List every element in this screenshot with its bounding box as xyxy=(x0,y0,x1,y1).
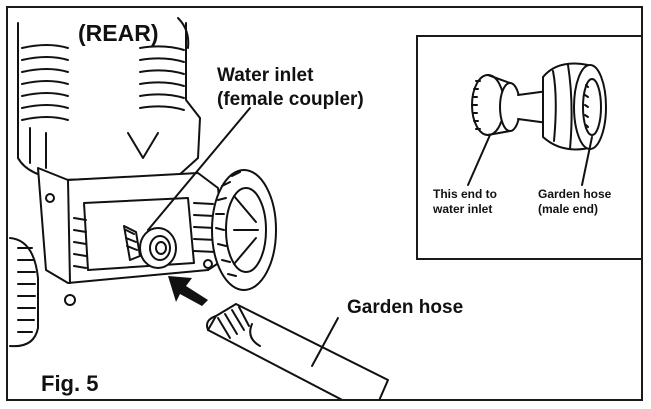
male-end-sublabel: (male end) xyxy=(538,202,598,217)
direction-arrow xyxy=(168,276,208,306)
male-end-label: Garden hose xyxy=(538,187,611,202)
hose-nut xyxy=(543,64,606,150)
water-inlet-sublabel: (female coupler) xyxy=(217,89,364,111)
right-wheel xyxy=(212,170,276,290)
this-end-pointer xyxy=(468,135,490,185)
coupler-detail-illustration xyxy=(418,37,643,258)
figure-number: Fig. 5 xyxy=(41,371,98,397)
this-end-sublabel: water inlet xyxy=(433,202,492,217)
coupler-detail-inset: This end to water inlet Garden hose (mal… xyxy=(416,35,643,260)
left-wheel xyxy=(10,238,38,346)
knurled-end xyxy=(472,75,520,135)
figure-frame: (REAR) Water inlet (female coupler) Gard… xyxy=(6,6,643,401)
rear-label: (REAR) xyxy=(78,20,159,47)
water-inlet-label: Water inlet xyxy=(217,65,313,87)
this-end-label: This end to xyxy=(433,187,497,202)
garden-hose-label: Garden hose xyxy=(347,297,463,319)
